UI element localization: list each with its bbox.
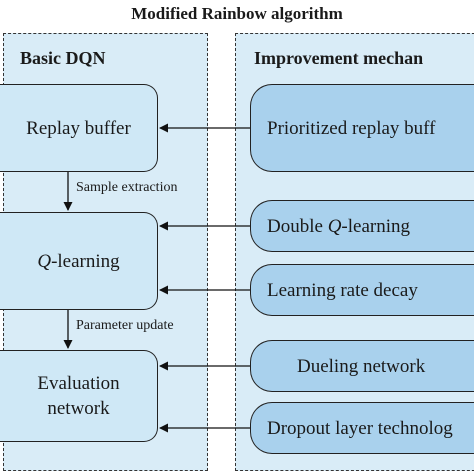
learning-rate-decay-label: Learning rate decay [267, 279, 418, 301]
dropout-layer-label: Dropout layer technolog [267, 417, 453, 439]
dueling-network-box: Dueling network [250, 340, 474, 392]
prioritized-replay-label: Prioritized replay buff [267, 117, 436, 139]
double-text: Double [267, 215, 328, 237]
diagram-title: Modified Rainbow algorithm [131, 4, 343, 23]
replay-buffer-label: Replay buffer [26, 117, 131, 139]
q-symbol: Q [37, 250, 52, 272]
network-label: network [47, 398, 110, 419]
learning-rate-decay-box: Learning rate decay [250, 264, 474, 316]
q-learning-box: Q-learning [0, 212, 158, 310]
evaluation-label: Evaluation [37, 373, 120, 394]
improvement-title: Improvement mechan [254, 48, 424, 68]
prioritized-replay-box: Prioritized replay buff [250, 84, 474, 172]
parameter-update-label: Parameter update [76, 318, 174, 333]
dropout-layer-box: Dropout layer technolog [250, 402, 474, 454]
basic-dqn-title: Basic DQN [20, 48, 106, 68]
evaluation-network-box: Evaluation network [0, 350, 158, 442]
q-symbol-right: Q [327, 215, 342, 237]
dueling-network-label: Dueling network [297, 355, 426, 377]
replay-buffer-box: Replay buffer [0, 84, 158, 172]
learning-text: -learning [341, 215, 410, 237]
double-q-learning-label: Double Q-learning [267, 214, 410, 239]
sample-extraction-label: Sample extraction [76, 180, 178, 195]
double-q-learning-box: Double Q-learning [250, 200, 474, 252]
q-learning-label: Q-learning [37, 249, 119, 274]
q-learning-rest: -learning [51, 250, 120, 272]
